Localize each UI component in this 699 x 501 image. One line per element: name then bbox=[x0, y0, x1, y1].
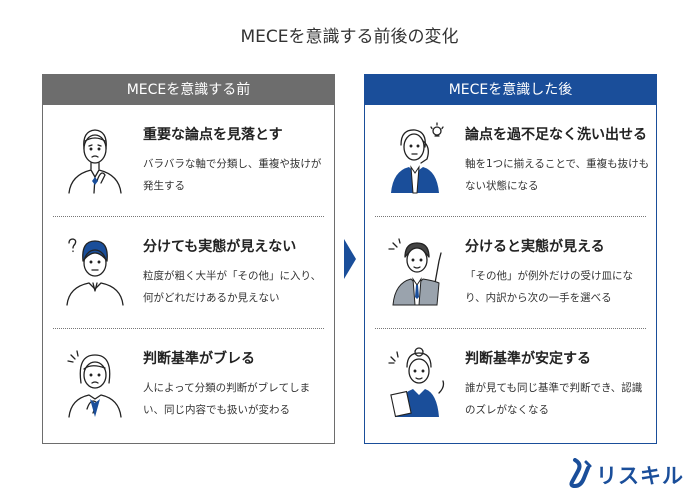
after-item-2: 分けると実態が見える 「その他」が例外だけの受け皿になり、内訳から次の一手を選べ… bbox=[365, 217, 656, 327]
before-item-1: 重要な論点を見落とす バラバラな軸で分類し、重複や抜けが発生する bbox=[43, 105, 334, 215]
before-item-1-description: バラバラな軸で分類し、重複や抜けが発生する bbox=[143, 158, 322, 192]
pointing-person-icon bbox=[388, 238, 442, 306]
worried-person-icon bbox=[68, 129, 122, 194]
logo-text: リスキル bbox=[596, 464, 684, 488]
after-item-2-description: 「その他」が例外だけの受け皿になり、内訳から次の一手を選べる bbox=[465, 270, 633, 304]
before-panel: MECEを意識する前 重要な論点を見落とす バラバラな軸で分類し、重複や抜けが発… bbox=[42, 74, 335, 444]
after-divider-1 bbox=[375, 216, 646, 217]
after-item-3: 判断基準が安定する 誰が見ても同じ基準で判断でき、認識のズレがなくなる bbox=[365, 329, 656, 439]
diagram-title: MECEを意識する前後の変化 bbox=[240, 27, 459, 47]
after-item-2-heading: 分けると実態が見える bbox=[465, 239, 605, 255]
before-item-3: 判断基準がブレる 人によって分類の判断がブレてしまい、同じ内容でも扱いが変わる bbox=[43, 329, 334, 439]
before-item-2-heading: 分けても実態が見えない bbox=[143, 239, 297, 255]
riskill-logo: リスキル bbox=[568, 458, 683, 490]
logo-mark-icon bbox=[569, 458, 592, 489]
after-item-1: 論点を過不足なく洗い出せる 軸を1つに揃えることで、重複も抜けもない状態になる bbox=[365, 105, 656, 215]
before-item-1-heading: 重要な論点を見落とす bbox=[143, 127, 283, 143]
before-item-2: 分けても実態が見えない 粒度が粗く大半が「その他」に入り、何がどれだけあるか見え… bbox=[43, 217, 334, 327]
after-panel: MECEを意識した後 論点を過不足なく洗い出せる 軸を1つに揃えることで、重複も… bbox=[364, 74, 657, 444]
confused-person-icon bbox=[66, 238, 124, 306]
before-divider-1 bbox=[53, 216, 324, 217]
anxious-woman-icon bbox=[67, 350, 122, 418]
after-item-3-description: 誰が見ても同じ基準で判断でき、認識のズレがなくなる bbox=[465, 382, 643, 416]
before-panel-header: MECEを意識する前 bbox=[43, 75, 334, 105]
before-divider-2 bbox=[53, 328, 324, 329]
after-item-1-description: 軸を1つに揃えることで、重複も抜けもない状態になる bbox=[465, 158, 650, 192]
thinking-person-icon bbox=[391, 122, 444, 194]
before-item-2-description: 粒度が粗く大半が「その他」に入り、何がどれだけあるか見えない bbox=[143, 270, 322, 304]
after-divider-2 bbox=[375, 328, 646, 329]
confident-woman-icon bbox=[388, 347, 445, 418]
after-item-3-heading: 判断基準が安定する bbox=[465, 351, 591, 367]
before-item-3-description: 人によって分類の判断がブレてしまい、同じ内容でも扱いが変わる bbox=[143, 382, 311, 416]
after-item-1-heading: 論点を過不足なく洗い出せる bbox=[465, 127, 647, 143]
before-item-3-heading: 判断基準がブレる bbox=[143, 351, 255, 367]
transition-arrow-icon bbox=[344, 239, 356, 279]
after-panel-header: MECEを意識した後 bbox=[365, 75, 656, 105]
